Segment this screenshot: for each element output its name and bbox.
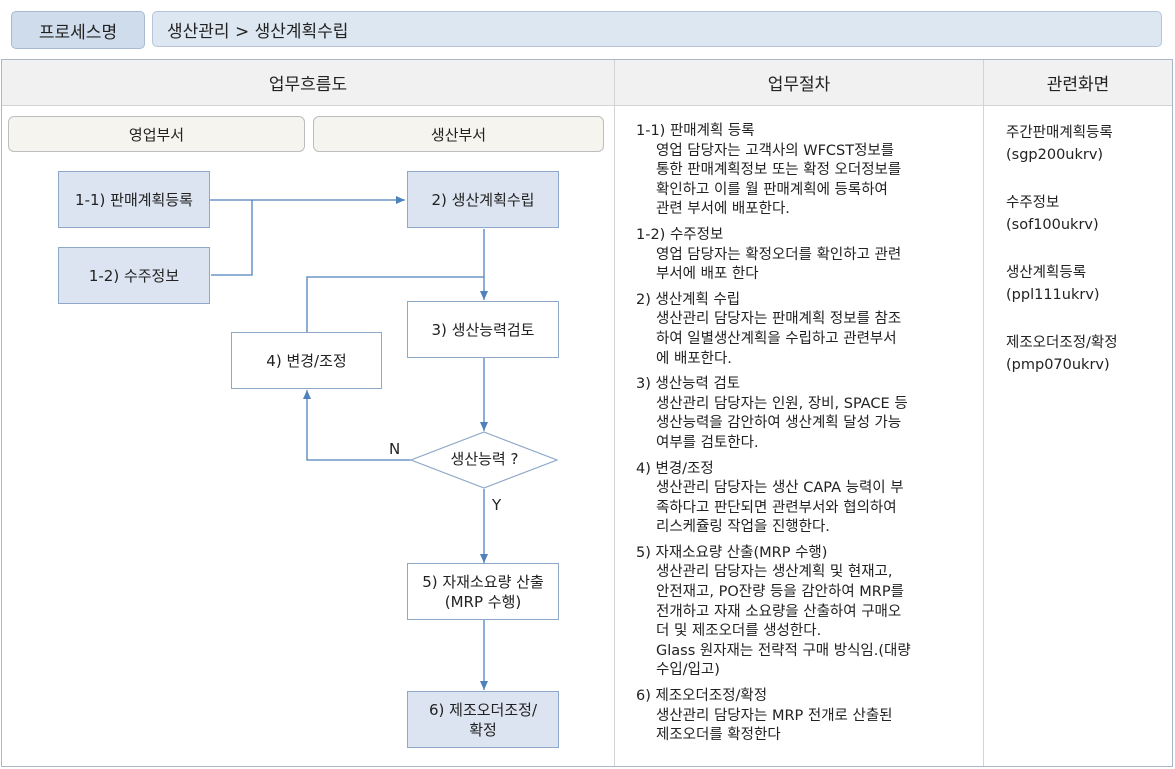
node-1-1-sales-plan: 1-1) 판매계획등록 <box>58 171 210 228</box>
yes-label: Y <box>492 496 502 514</box>
decision-label: 생산능력 ? <box>450 450 519 468</box>
procedure-step-title: 1-1) 판매계획 등록 <box>636 123 755 139</box>
screen-code: (sof100ukrv) <box>1006 217 1099 233</box>
decision-diamond <box>409 431 559 489</box>
dept-sales: 영업부서 <box>8 116 305 152</box>
screen-name: 주간판매계획등록 <box>1006 125 1113 141</box>
node-5-mrp: 5) 자재소요량 산출 (MRP 수행) <box>407 563 559 620</box>
node-4-change-adjust: 4) 변경/조정 <box>231 332 382 389</box>
procedure-step-desc: 영업 담당자는 확정오더를 확인하고 관련 부서에 배포 한다 <box>656 246 902 283</box>
arrow-decision-to-4 <box>303 390 411 461</box>
screen-code: (sgp200ukrv) <box>1006 147 1104 163</box>
procedure-step: 5) 자재소요량 산출(MRP 수행) 생산관리 담당자는 생산계획 및 현재고,… <box>636 544 981 681</box>
procedure-step-desc: 생산관리 담당자는 생산 CAPA 능력이 부 족하다고 판단되면 관련부서와 … <box>656 480 904 536</box>
node-2-production-plan: 2) 생산계획수립 <box>407 171 559 228</box>
related-screen[interactable]: 제조오더조정/확정 (pmp070ukrv) <box>1006 332 1166 376</box>
column-divider <box>983 60 984 766</box>
procedure-step-title: 3) 생산능력 검토 <box>636 376 741 393</box>
loop-4-to-3 <box>306 276 484 332</box>
screen-name: 수주정보 <box>1006 195 1060 211</box>
column-divider <box>614 60 615 766</box>
procedure-step-desc: 생산관리 담당자는 MRP 전개로 산출된 제조오더를 확정한다 <box>656 707 893 744</box>
process-header: 프로세스명 생산관리 > 생산계획수립 <box>0 0 1175 59</box>
connector-1-2 <box>211 200 253 276</box>
dept-production: 생산부서 <box>313 116 604 152</box>
procedure-step-title: 6) 제조오더조정/확정 <box>636 688 768 705</box>
flow-connectors <box>210 196 559 690</box>
flow-column-header: 업무흐름도 <box>2 60 614 106</box>
node-3-capacity-review: 3) 생산능력검토 <box>407 301 559 358</box>
procedure-step-title: 2) 생산계획 수립 <box>636 291 741 308</box>
screen-code: (pmp070ukrv) <box>1006 357 1110 373</box>
screen-code: (ppl111ukrv) <box>1006 287 1100 303</box>
screens-column-header: 관련화면 <box>984 60 1172 106</box>
procedure-step-desc: 영업 담당자는 고객사의 WFCST정보를 통한 판매계획정보 또는 확정 오더… <box>656 142 902 218</box>
related-screens: 주간판매계획등록 (sgp200ukrv) 수주정보 (sof100ukrv) 생산… <box>1006 122 1166 402</box>
related-screen[interactable]: 주간판매계획등록 (sgp200ukrv) <box>1006 122 1166 166</box>
content-frame <box>1 59 1173 767</box>
procedure-column-header: 업무절차 <box>615 60 983 106</box>
node-6-manufacturing-order: 6) 제조오더조정/ 확정 <box>407 691 559 748</box>
procedure-step-title: 1-2) 수주정보 <box>636 226 724 243</box>
procedure-step-desc: 생산관리 담당자는 생산계획 및 현재고, 안전재고, PO잔량 등을 감안하여… <box>656 564 911 679</box>
process-name-label: 프로세스명 <box>11 11 145 49</box>
screen-name: 제조오더조정/확정 <box>1006 335 1118 351</box>
procedure-step-title: 5) 자재소요량 산출(MRP 수행) <box>636 544 828 561</box>
screen-name: 생산계획등록 <box>1006 265 1087 281</box>
procedure-step-title: 4) 변경/조정 <box>636 460 714 477</box>
process-path: 생산관리 > 생산계획수립 <box>152 11 1162 47</box>
no-label: N <box>389 440 401 458</box>
related-screen[interactable]: 수주정보 (sof100ukrv) <box>1006 192 1166 236</box>
related-screen[interactable]: 생산계획등록 (ppl111ukrv) <box>1006 262 1166 306</box>
procedure-step-desc: 생산관리 담당자는 인원, 장비, SPACE 등 생산능력을 감안하여 생산계… <box>656 395 908 451</box>
procedure-step-desc: 생산관리 담당자는 판매계획 정보를 참조 하여 일별생산계획을 수립하고 관련… <box>656 311 902 367</box>
node-1-2-order-info: 1-2) 수주정보 <box>58 247 210 304</box>
